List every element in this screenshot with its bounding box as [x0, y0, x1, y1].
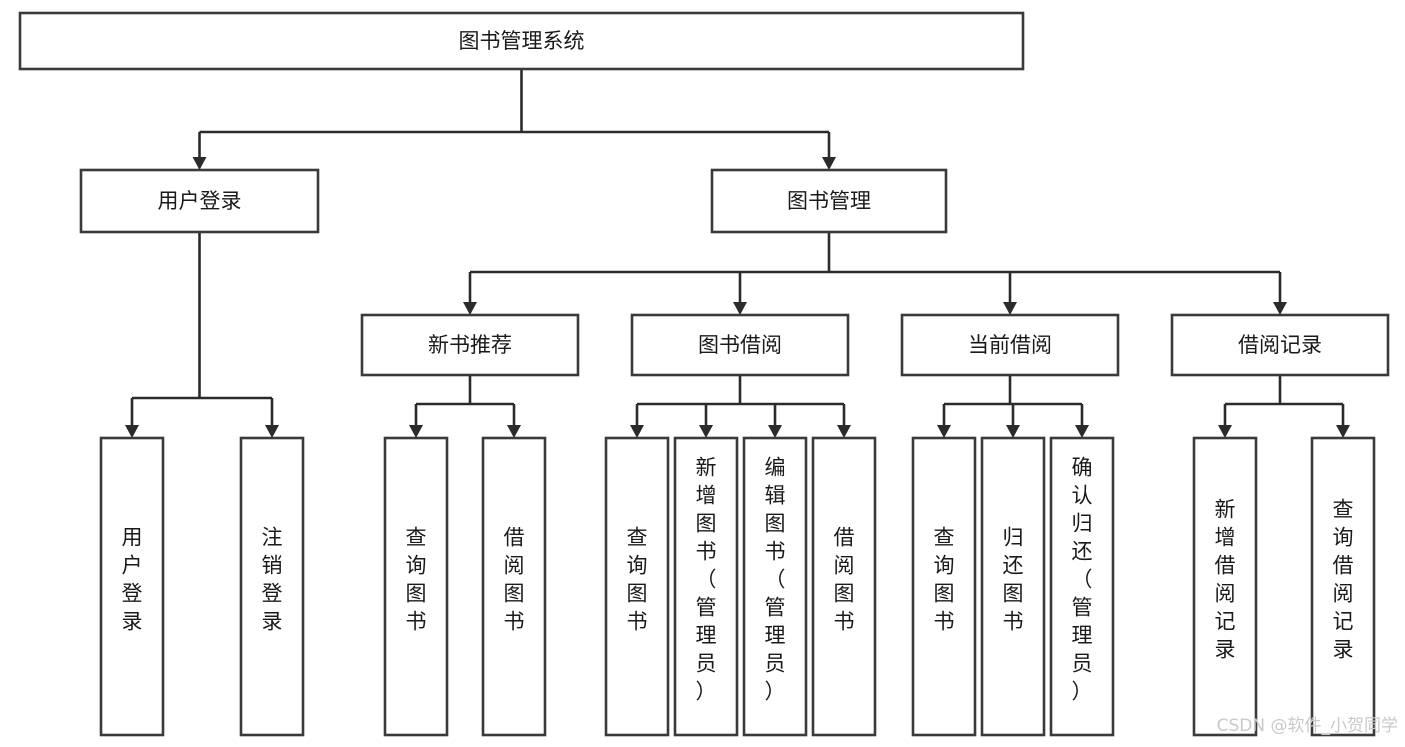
- node-box[interactable]: [742, 436, 808, 737]
- node-box[interactable]: [710, 168, 948, 234]
- node-box[interactable]: [360, 313, 580, 377]
- nodes-layer: 图书管理系统用户登录图书管理新书推荐图书借阅当前借阅借阅记录用户登录注销登录查询…: [18, 11, 1390, 737]
- connector-group: [409, 375, 521, 438]
- arrow-head-icon: [1218, 425, 1232, 438]
- arrow-head-icon: [507, 425, 521, 438]
- node-label: 借阅图书: [504, 526, 525, 634]
- arrow-head-icon: [768, 425, 782, 438]
- arrow-head-icon: [630, 425, 644, 438]
- node-box[interactable]: [1192, 436, 1258, 737]
- node-box[interactable]: [811, 436, 877, 737]
- node-box[interactable]: [911, 436, 977, 737]
- arrow-head-icon: [1075, 425, 1089, 438]
- node-label: 图书管理系统: [459, 29, 585, 53]
- level2-node[interactable]: 图书借阅: [630, 313, 850, 377]
- node-label: 图书管理: [787, 189, 871, 213]
- level1-node[interactable]: 图书管理: [710, 168, 948, 234]
- node-label: 注销登录: [262, 526, 283, 634]
- node-label: 查询图书: [406, 526, 427, 634]
- node-box[interactable]: [79, 168, 320, 234]
- leaf-node[interactable]: 查询借阅记录: [1310, 436, 1376, 737]
- node-label: 图书借阅: [698, 333, 782, 357]
- arrow-head-icon: [1336, 425, 1350, 438]
- leaf-node[interactable]: 归还图书: [980, 436, 1046, 737]
- leaf-node[interactable]: 新增图书（管理员）: [673, 436, 739, 737]
- arrow-head-icon: [265, 425, 279, 438]
- node-box[interactable]: [980, 436, 1046, 737]
- node-box[interactable]: [481, 436, 547, 737]
- node-label: 用户登录: [158, 189, 242, 213]
- arrow-head-icon: [733, 302, 747, 315]
- leaf-node[interactable]: 查询图书: [383, 436, 449, 737]
- arrow-head-icon: [463, 302, 477, 315]
- leaf-node[interactable]: 借阅图书: [481, 436, 547, 737]
- node-label: 借阅图书: [834, 526, 855, 634]
- node-label: 编辑图书（管理员）: [765, 456, 786, 704]
- node-label: 查询图书: [934, 526, 955, 634]
- leaf-node[interactable]: 查询图书: [911, 436, 977, 737]
- connectors-layer: [125, 69, 1350, 438]
- node-box[interactable]: [99, 436, 165, 737]
- arrow-head-icon: [1273, 302, 1287, 315]
- csdn-watermark: CSDN @软件_小贺同学: [1217, 716, 1398, 736]
- root-node[interactable]: 图书管理系统: [18, 11, 1025, 71]
- arrow-head-icon: [1003, 302, 1017, 315]
- leaf-node[interactable]: 查询图书: [604, 436, 670, 737]
- node-box[interactable]: [673, 436, 739, 737]
- leaf-node[interactable]: 注销登录: [239, 436, 305, 737]
- connector-group: [630, 375, 851, 438]
- level2-node[interactable]: 新书推荐: [360, 313, 580, 377]
- leaf-node[interactable]: 确认归还（管理员）: [1049, 436, 1115, 737]
- node-label: 确认归还（管理员）: [1072, 456, 1093, 704]
- connector-group: [1218, 375, 1350, 438]
- leaf-node[interactable]: 借阅图书: [811, 436, 877, 737]
- node-label: 新增借阅记录: [1215, 498, 1236, 662]
- level2-node[interactable]: 当前借阅: [900, 313, 1120, 377]
- node-box[interactable]: [900, 313, 1120, 377]
- node-label: 新书推荐: [428, 333, 512, 357]
- node-box[interactable]: [383, 436, 449, 737]
- connector-group: [125, 232, 279, 438]
- node-box[interactable]: [604, 436, 670, 737]
- arrow-head-icon: [699, 425, 713, 438]
- node-box[interactable]: [18, 11, 1025, 71]
- connector-group: [937, 375, 1089, 438]
- arrow-head-icon: [937, 425, 951, 438]
- node-box[interactable]: [1049, 436, 1115, 737]
- node-label: 归还图书: [1003, 526, 1024, 634]
- node-box[interactable]: [1310, 436, 1376, 737]
- arrow-head-icon: [837, 425, 851, 438]
- node-box[interactable]: [630, 313, 850, 377]
- connector-group: [192, 69, 836, 170]
- node-box[interactable]: [1170, 313, 1390, 377]
- level1-node[interactable]: 用户登录: [79, 168, 320, 234]
- arrow-head-icon: [192, 157, 207, 170]
- node-box[interactable]: [239, 436, 305, 737]
- node-label: 新增图书（管理员）: [696, 456, 717, 704]
- arrow-head-icon: [1006, 425, 1020, 438]
- arrow-head-icon: [125, 425, 139, 438]
- level2-node[interactable]: 借阅记录: [1170, 313, 1390, 377]
- node-label: 用户登录: [122, 526, 143, 634]
- arrow-head-icon: [409, 425, 423, 438]
- node-label: 当前借阅: [968, 333, 1052, 357]
- node-label: 查询借阅记录: [1333, 498, 1354, 662]
- leaf-node[interactable]: 编辑图书（管理员）: [742, 436, 808, 737]
- leaf-node[interactable]: 新增借阅记录: [1192, 436, 1258, 737]
- connector-group: [463, 232, 1287, 315]
- leaf-node[interactable]: 用户登录: [99, 436, 165, 737]
- node-label: 借阅记录: [1238, 333, 1322, 357]
- node-label: 查询图书: [627, 526, 648, 634]
- arrow-head-icon: [822, 157, 836, 170]
